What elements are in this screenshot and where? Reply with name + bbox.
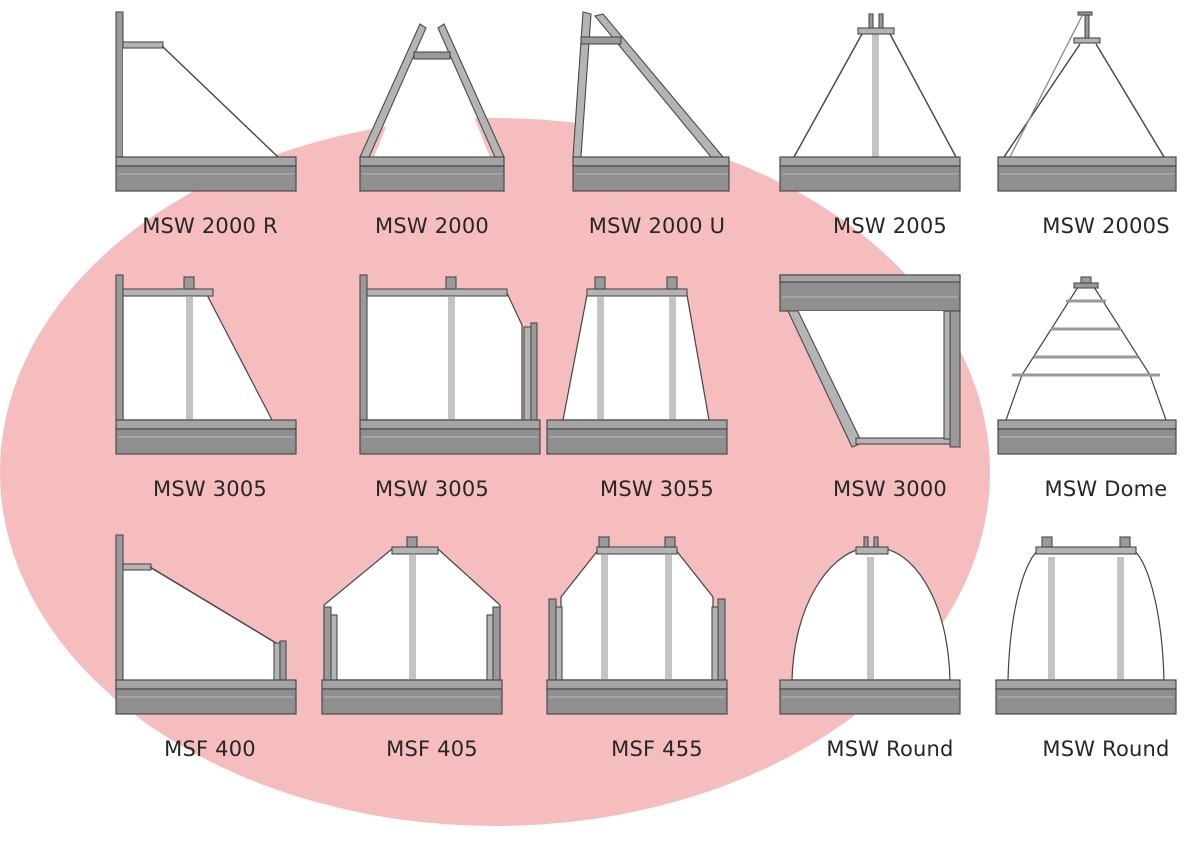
window-profile-pendant-narrow: MSW 2000S	[996, 11, 1200, 264]
profile-shape-hexagon-wide	[546, 536, 728, 715]
profile-shape-round	[779, 536, 961, 715]
profile-drawing	[779, 13, 961, 192]
profile-label: MSW 3005	[153, 477, 267, 501]
window-profile-box-step: MSW 3005	[322, 274, 542, 527]
profile-label: MSW 2005	[833, 214, 947, 238]
profile-label: MSW 2000 U	[588, 214, 726, 238]
profile-label: MSW 3055	[600, 477, 714, 501]
profile-shape-dome-tiered	[997, 276, 1177, 455]
profile-drawing	[572, 11, 730, 192]
profile-label: MSW 3005	[375, 477, 489, 501]
profile-drawing	[995, 536, 1177, 715]
profile-drawing	[779, 274, 961, 448]
window-profile-hexagon-box: MSF 405	[321, 535, 542, 787]
profile-label: MSW Round	[1042, 737, 1170, 761]
profile-shape-pendant-narrow	[997, 11, 1177, 192]
window-profile-step-ramp: MSF 400	[100, 534, 320, 787]
profile-shape-inverted-parallelogram	[779, 274, 961, 448]
profile-label: MSW 3000	[833, 477, 947, 501]
window-profile-inverted-parallelogram: MSW 3000	[779, 274, 1000, 527]
profile-drawing	[321, 536, 503, 715]
window-profile-dome-tiered: MSW Dome	[996, 275, 1200, 527]
profile-shape-round-bell	[995, 536, 1177, 715]
profile-label: MSF 405	[386, 737, 478, 761]
profile-drawing	[359, 274, 541, 455]
profile-drawing	[115, 11, 297, 192]
window-profile-a-frame: MSW 2000	[322, 12, 542, 264]
profile-drawing	[779, 536, 961, 715]
profile-drawing	[546, 536, 728, 715]
profile-shape-step-ramp	[115, 534, 297, 715]
profile-label: MSW Round	[826, 737, 954, 761]
window-profile-pendant: MSW 2005	[779, 12, 1000, 264]
profile-shape-a-frame	[359, 23, 505, 192]
profile-drawing	[115, 534, 297, 715]
window-profile-a-frame-offset: MSW 2000 U	[547, 11, 767, 264]
profile-drawing	[115, 274, 297, 455]
profile-drawing	[546, 276, 728, 455]
window-profile-corner-brace: MSW 2000 R	[100, 11, 320, 264]
profile-label: MSW 2000 R	[142, 214, 278, 238]
window-profile-hexagon-wide: MSF 455	[546, 535, 767, 787]
profile-shape-a-frame-offset	[572, 11, 730, 192]
profile-label: MSW 2000S	[1042, 214, 1170, 238]
profile-drawing	[997, 276, 1177, 455]
window-profile-trapezoid-right: MSW 3005	[100, 274, 320, 527]
window-profile-trapezoid: MSW 3055	[546, 275, 767, 527]
profile-drawing	[359, 23, 505, 192]
profile-shape-trapezoid	[546, 276, 728, 455]
profile-shape-box-step	[359, 274, 541, 455]
window-profile-round-bell: MSW Round	[995, 535, 1200, 787]
profile-label: MSW Dome	[1044, 477, 1168, 501]
profile-shape-pendant	[779, 13, 961, 192]
profile-shape-hexagon-box	[321, 536, 503, 715]
profile-shape-corner-brace	[115, 11, 297, 192]
window-profile-round: MSW Round	[779, 535, 1000, 787]
profile-label: MSW 2000	[375, 214, 489, 238]
profile-drawing	[997, 11, 1177, 192]
profile-label: MSF 455	[611, 737, 703, 761]
profile-label: MSF 400	[164, 737, 256, 761]
profile-shape-trapezoid-right	[115, 274, 297, 455]
